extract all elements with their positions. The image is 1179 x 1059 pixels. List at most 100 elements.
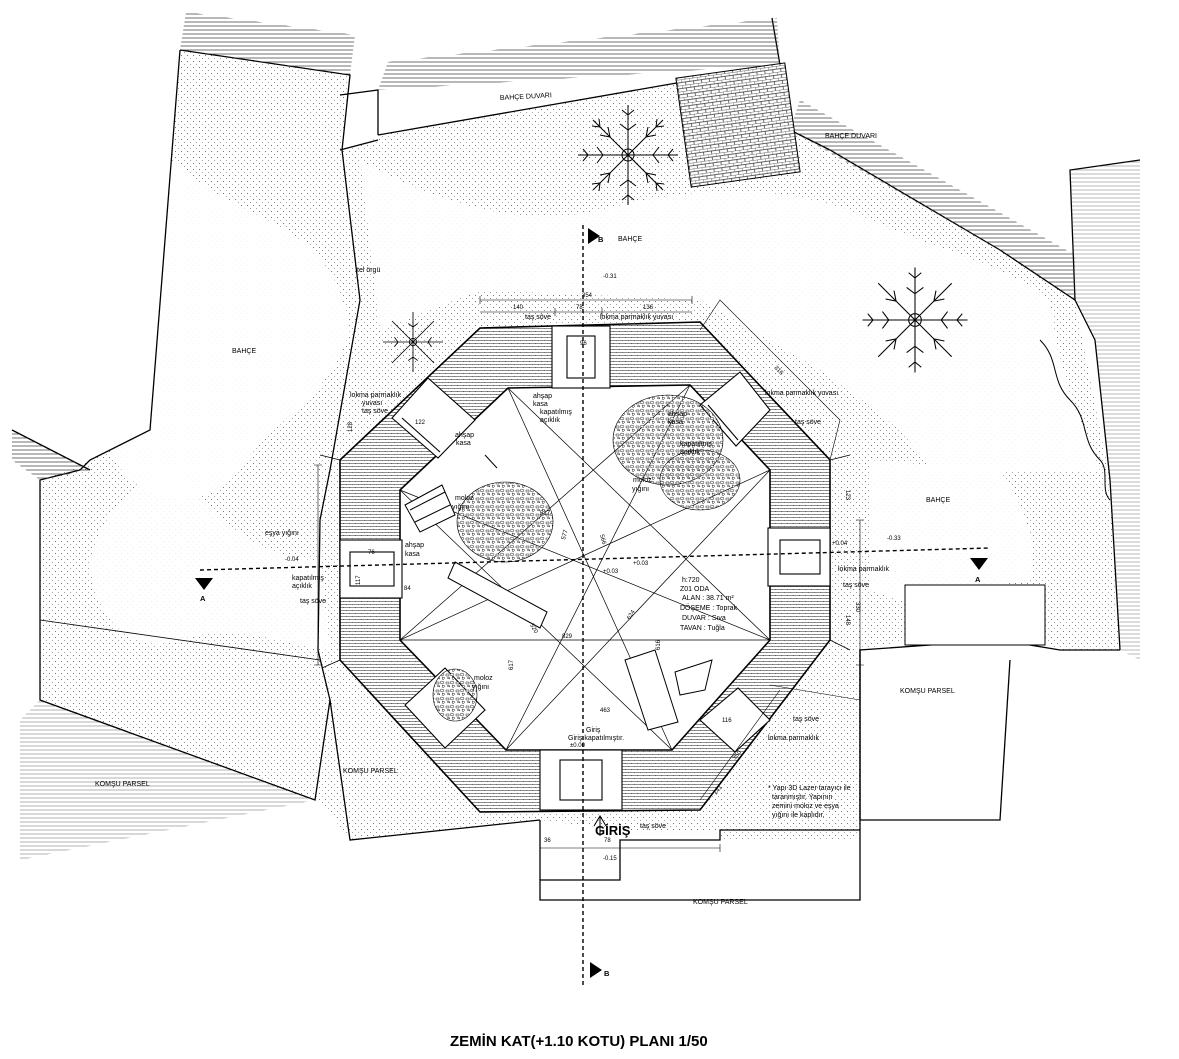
note-wood-frame-w-a: ahşap [405,542,424,549]
note-lokma-br: lokma parmaklık [768,735,819,742]
dim-diag-2: 577 [561,529,570,541]
dim-diag-5: 624 [627,609,638,621]
clear-area-2 [360,160,1100,470]
dim-b-2: 78 [604,838,611,844]
note-stone-frame-right: taş söve [795,419,821,426]
clear-area-4 [870,460,1033,600]
drawing-title: ZEMİN KAT(+1.10 KOTU) PLANI 1/50 [450,1033,708,1050]
level-bottom-out: -0.15 [603,856,617,862]
note-lokma-right: lokma parmaklık [838,566,889,573]
section-b-top: B [598,235,604,244]
tree-1 [578,105,678,205]
rubble-note-2a: moloz [633,477,652,484]
note-stone-frame-right-2: taş söve [843,582,869,589]
dim-diag-6: 829 [562,634,573,640]
note-stone-frame-top: taş söve [525,314,551,321]
dim-top-mid: 78 [576,305,583,311]
note-closed-left-a: kapatılmış [292,575,324,582]
note-wood-frame-tr-a: ahşap [668,411,687,418]
note-closed-tr-a: kapatılmış [680,441,712,448]
note-wood-frame-left-a: ahşap [455,432,474,439]
dim-top-right: 136 [643,305,654,311]
level-bottom-in: ±0.00 [570,743,586,749]
dim-l-4: 84 [404,586,411,592]
note-socket-left-b: yuvası [362,400,382,407]
section-lines [199,225,991,985]
note-closed-left-b: açıklık [292,583,312,590]
note-wood-frame-w-b: kasa [405,551,420,558]
note-closed-tr-b: açıklık [680,449,700,456]
level-centre-top: +0.03 [633,561,649,567]
dim-r-3: 330 [854,602,860,613]
note-socket-left-a: lokma parmaklık [350,392,401,399]
boundary-hatch [12,12,1140,860]
room-code: h:720 [682,577,700,584]
section-a-right: A [975,575,981,584]
neighbor-label-bottom-left: KOMŞU PARSEL [343,768,398,775]
note-closed-tl-b: açıklık [540,417,560,424]
tree-3 [382,311,444,373]
dim-l-2: 76 [368,550,375,556]
dimension-lines [314,296,864,852]
wall-edges [319,454,851,669]
note-wood-frame-left-b: kasa [456,440,471,447]
entrance-arrow [593,815,607,836]
garden-label-top: BAHÇE [618,236,642,243]
dim-b-5: 141 [713,784,724,796]
note-socket-top-right: lokma parmaklık yuvası [765,390,838,397]
rubble-note-3a: moloz [474,675,493,682]
note-entrance-closed-a: Giriş [586,727,601,734]
dim-r-2: 123 [844,490,850,501]
dim-diag-4: 520 [528,623,539,635]
rock-edge [1039,339,1111,501]
tree-2 [862,267,968,373]
rubble-note-1a: moloz [455,495,474,502]
level-left: -0.04 [285,557,299,563]
garden-label-left: BAHÇE [232,348,256,355]
note-entrance-closed: Giriş kapatılmıştır. [568,735,624,742]
rubble-note-2b: yığını [632,486,649,493]
dim-r-1: 316 [773,365,785,377]
debris-objects [404,454,713,731]
dim-b-4: 350 [732,749,743,761]
note-socket-top: lokma parmaklık yuvası [600,314,673,321]
note-wood-frame-tr-b: kasa [668,419,683,426]
clear-area-3 [90,470,330,650]
note-stone-frame-bottom: taş söve [640,823,666,830]
room-ceiling: TAVAN : Tuğla [680,625,725,632]
dim-l-5: 128 [348,421,354,432]
note-closed-tl-a: kapatılmış [540,409,572,416]
dim-l-3: 117 [356,575,362,585]
room-wall: DUVAR : Sıva [682,615,726,622]
rubble-note-3b: yığını [472,684,489,691]
neighbor-label-left: KOMŞU PARSEL [95,781,150,788]
openings [339,325,831,811]
note-stone-frame-left: taş söve [362,408,388,415]
scan-note-2: taranmıştır. Yapının [772,794,833,801]
garden-wall-label-top: BAHÇE DUVARI [500,92,552,102]
entrance-label: GİRİŞ [595,823,631,838]
dim-b-3: 36 [544,838,551,844]
level-right-out: -0.33 [887,536,901,542]
note-items-pile: eşya yığını [265,530,299,537]
dim-diag-1: 517 [540,511,551,517]
dim-top-total: 354 [582,293,593,299]
neighbor-label-right: KOMŞU PARSEL [900,688,955,695]
section-b-bottom: B [604,969,610,978]
room-name: Z01 ODA [680,586,710,593]
rubble-note-1b: yığını [452,504,469,511]
dim-diag-8: 463 [600,708,611,714]
neighbor-shed [904,584,1046,646]
section-markers [195,228,988,978]
note-wood-frame-tl-a: ahşap [533,393,552,400]
dim-top-left: 140 [513,305,524,311]
scan-note-4: yığını ile kaplıdır. [772,812,825,819]
brick-paving [675,62,801,188]
level-right-in: +0.04 [832,541,848,547]
room-floor: DÖŞEME : Toprak [680,604,738,612]
scan-note-3: zemini moloz ve eşya [772,803,839,810]
garden-label-right: BAHÇE [926,497,950,504]
dim-r-4: 148 [844,615,850,626]
wire-fence-label: tel örgü [357,267,380,274]
